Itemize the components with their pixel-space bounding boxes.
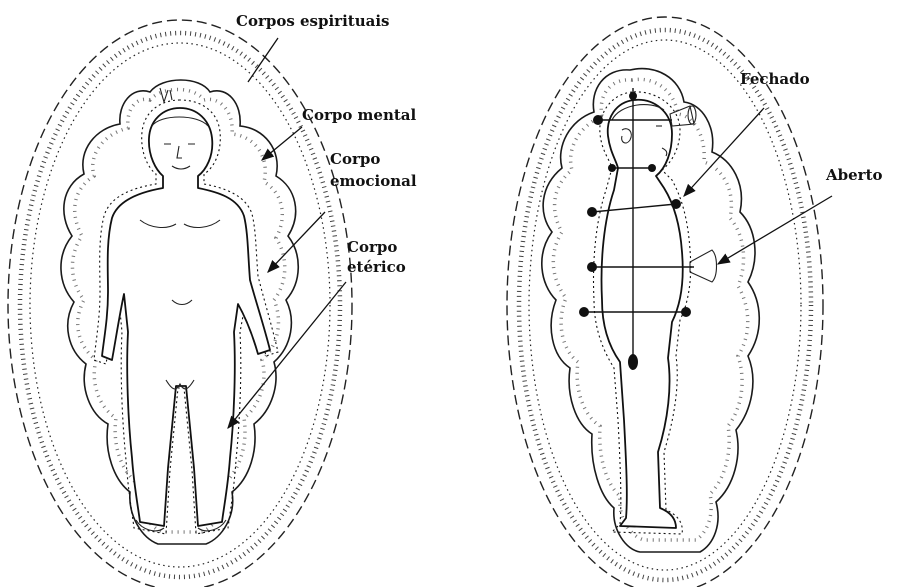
throat-chakra-front-dot — [648, 164, 656, 172]
label-emotional-body-line2: emocional — [330, 172, 417, 190]
label-etheric-body-line1: Corpo — [347, 238, 397, 256]
label-open: Aberto — [825, 166, 883, 184]
label-closed: Fechado — [740, 70, 810, 88]
label-mental-body: Corpo mental — [302, 106, 417, 124]
solar-plexus-back-dot — [587, 262, 597, 272]
brow-chakra-back-dot — [593, 115, 603, 125]
human-body-front — [102, 108, 270, 526]
root-chakra-tail — [628, 354, 638, 370]
pointer-emotional — [268, 212, 325, 272]
pointer-open — [718, 196, 832, 264]
human-body-side — [602, 100, 683, 528]
heart-chakra-front-dot-closed — [671, 199, 681, 209]
throat-chakra-back-dot — [608, 164, 616, 172]
pointer-mental — [262, 127, 302, 160]
label-etheric-body-line2: etérico — [347, 258, 406, 276]
side-view-figure: Fechado Aberto — [507, 17, 883, 587]
sacral-chakra-back-dot — [579, 307, 589, 317]
sacral-chakra-front-dot — [681, 307, 691, 317]
pointer-spiritual — [248, 38, 278, 82]
pointer-closed — [684, 108, 764, 196]
crown-chakra-dot — [629, 92, 637, 100]
heart-chakra-back-dot — [587, 207, 597, 217]
label-spiritual-bodies: Corpos espirituais — [236, 12, 389, 30]
solar-plexus-open-cone — [690, 250, 717, 282]
label-emotional-body-line1: Corpo — [330, 150, 380, 168]
front-view-figure: Corpos espirituais Corpo mental Corpo em… — [8, 12, 417, 587]
